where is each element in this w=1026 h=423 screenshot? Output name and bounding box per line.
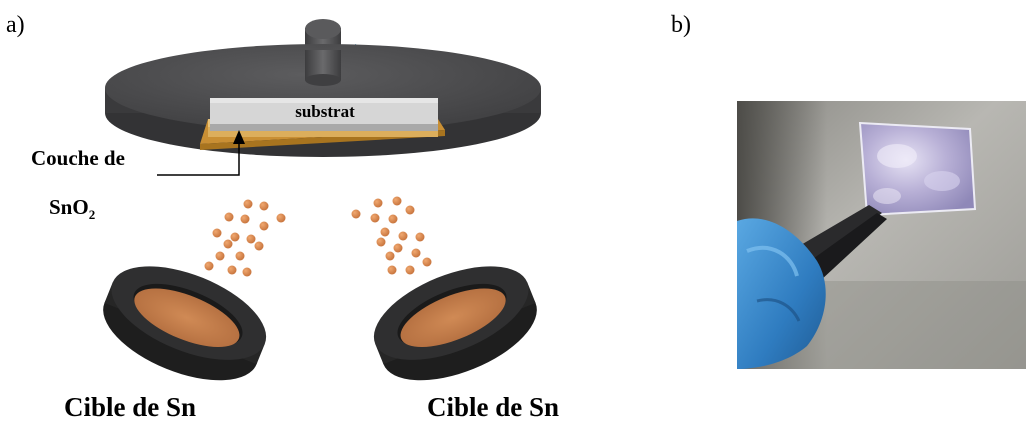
pointer-arrow-icon: [157, 130, 245, 176]
target-left-label: Cible de Sn: [64, 392, 197, 422]
particles-left: [204, 199, 286, 277]
target-right-label: Cible de Sn: [427, 392, 560, 422]
layer-formula-subscript: 2: [88, 207, 96, 223]
substrate-label: substrat: [295, 102, 355, 121]
panel-a-letter: a): [6, 12, 25, 38]
blue-glove: [737, 218, 826, 369]
layer-formula-label: SnO2: [49, 195, 95, 223]
panel-b-letter: b): [671, 12, 691, 38]
layer-formula-base: SnO: [49, 195, 89, 219]
sample-photo: [737, 101, 1026, 369]
layer-label: Couche de: [31, 146, 125, 170]
substrate: [210, 98, 438, 131]
target-left: [103, 266, 267, 381]
holder-shaft-base: [305, 50, 341, 86]
particles-right: [351, 196, 432, 275]
coated-glass-sample: [858, 121, 977, 217]
target-right: [373, 266, 537, 381]
